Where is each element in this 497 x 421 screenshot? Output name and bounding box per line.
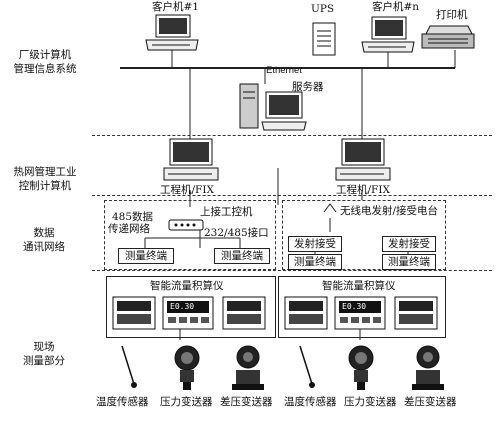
client-computer-n[interactable] [358,16,418,56]
flow-group-right [278,276,446,338]
flow-meter-left-1[interactable] [112,296,156,330]
level-heatnet-line2: 控制计算机 [18,180,72,192]
separator-3 [92,270,492,271]
printer[interactable] [420,24,476,52]
diff-left-label: 差压变送器 [220,396,273,408]
monitor-icon [335,138,391,181]
antenna-icon [325,204,335,214]
server-label: 服务器 [292,81,324,93]
server[interactable] [238,82,320,132]
upper-link-label: 上接工控机 [200,206,253,218]
level-data-network: 数据 通讯网络 [4,226,84,254]
ups-unit[interactable] [312,22,336,56]
meter-panel-icon [162,296,214,330]
pressure-transmitter-left[interactable] [170,344,204,392]
temperature-probe-icon [121,345,137,388]
pressure-right-label: 压力变送器 [344,396,397,408]
flow-display-left: E0.30 [170,302,195,311]
flow-meter-right-3[interactable] [394,296,438,330]
level-field-line1: 现场 [33,341,55,353]
engineering-computer-right[interactable] [332,138,394,186]
monitor-icon [163,138,219,181]
meter-panel-icon [284,296,328,330]
pressure-transmitter-right[interactable] [344,344,378,392]
engineering-computer-left[interactable] [160,138,222,186]
level-plant-line1: 厂级计算机 [18,49,72,61]
ups-label: UPS [311,3,335,15]
level-datanet-line2: 通讯网络 [23,241,65,253]
network-left-box [104,200,276,270]
flow-meter-right-2[interactable] [334,296,386,330]
diff-pressure-transmitter-right[interactable] [410,344,446,392]
flow-meter-left-3[interactable] [222,296,266,330]
level-heatnet-control: 热网管理工业 控制计算机 [2,165,88,193]
flow-display-right: E0.30 [342,302,367,311]
temperature-probe-icon [299,345,315,388]
transceiver-1[interactable]: 发射接受 [288,236,342,252]
level-plant-mis: 厂级计算机 管理信息系统 [4,48,86,76]
network-hub [168,216,204,231]
level-heatnet-line1: 热网管理工业 [13,166,77,178]
printer-label: 打印机 [436,9,468,21]
temperature-sensor-left[interactable] [118,344,140,390]
diff-right-label: 差压变送器 [404,396,457,408]
flow-title-left: 智能流量积算仪 [150,280,224,292]
flow-group-left [106,276,276,338]
level-field-line2: 测量部分 [23,355,65,367]
meter-panel-icon [112,296,156,330]
separator-2 [92,195,492,196]
pressure-transmitter-icon [348,345,374,390]
diff-pressure-transmitter-left[interactable] [230,344,266,392]
temp-sensor-left-label: 温度传感器 [96,396,149,408]
client-computer-1[interactable] [142,14,202,54]
measure-terminal-2[interactable]: 测量终端 [214,248,270,264]
network-right-box [282,200,446,270]
radio-station-label: 无线电发射/接受电台 [340,205,439,217]
server-icon [239,83,307,131]
meter-panel-icon [334,296,386,330]
temperature-sensor-right[interactable] [296,344,318,390]
flow-title-right: 智能流量积算仪 [322,280,396,292]
transceiver-2[interactable]: 发射接受 [382,236,436,252]
flow-meter-right-1[interactable] [284,296,328,330]
interface-port-label: 232/485接口 [204,227,269,239]
measure-terminal-1[interactable]: 测量终端 [118,248,174,264]
diff-pressure-transmitter-icon [412,345,444,390]
meter-panel-icon [222,296,266,330]
engineering-right-label: 工程机/FIX [336,184,390,196]
hub-label-line1: 485数据 [112,211,154,223]
hub-label-line2: 传递网络 [108,223,150,235]
monitor-icon [145,14,199,51]
level-field-measure: 现场 测量部分 [4,340,84,368]
ups-icon [312,22,336,56]
temp-sensor-right-label: 温度传感器 [284,396,337,408]
measure-terminal-4[interactable]: 测量终端 [382,254,436,270]
client-n-label: 客户机#n [372,1,420,13]
engineering-left-label: 工程机/FIX [160,184,214,196]
level-plant-line2: 管理信息系统 [13,63,77,75]
meter-panel-icon [394,296,438,330]
client-1-label: 客户机#1 [152,1,199,13]
pressure-left-label: 压力变送器 [160,396,213,408]
pressure-transmitter-icon [174,345,200,390]
printer-icon [421,25,475,49]
flow-meter-left-2[interactable] [162,296,214,330]
diff-pressure-transmitter-icon [232,345,264,390]
monitor-icon [361,16,415,53]
measure-terminal-3[interactable]: 测量终端 [288,254,342,270]
separator-1 [92,135,492,136]
hub-icon [168,219,204,231]
level-datanet-line1: 数据 [33,227,55,239]
ethernet-label: Ethernet [266,65,302,76]
